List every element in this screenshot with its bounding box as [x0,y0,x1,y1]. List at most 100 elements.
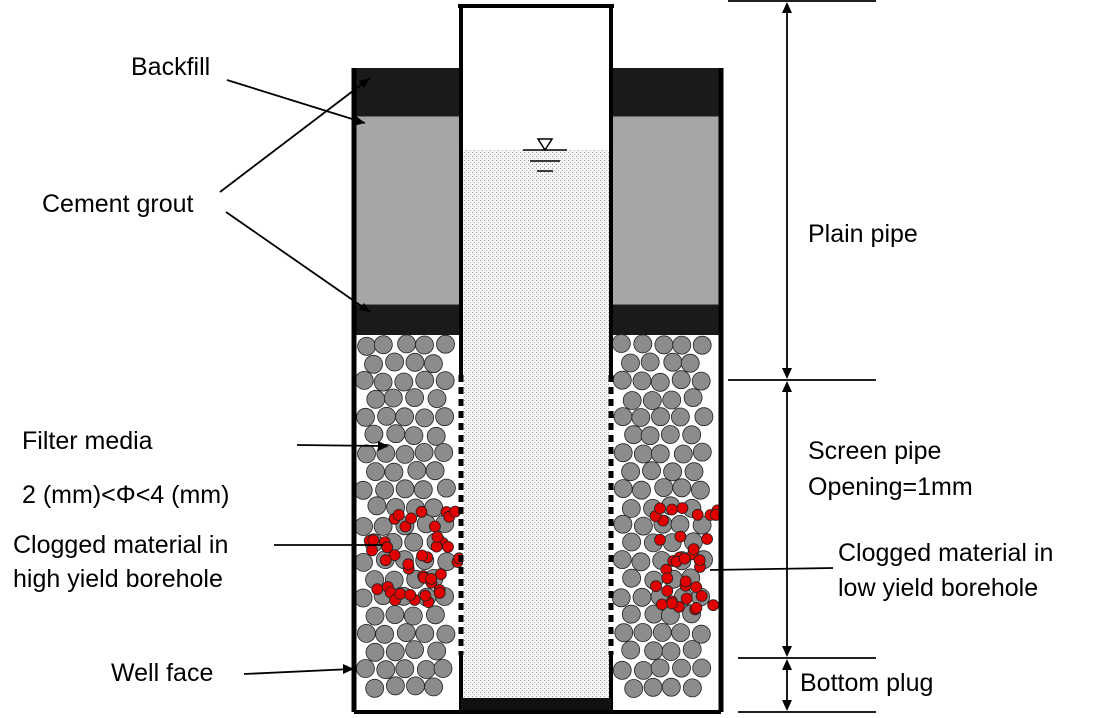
dim-arrow-3 [782,381,792,392]
filter-grain [436,334,455,354]
filter-grain [633,623,653,642]
filter-grain [683,678,702,698]
filter-grain [357,444,376,464]
clogged-material-low-yield [649,502,724,616]
clog-particle [428,520,441,533]
filter-grain [375,480,395,500]
clog-particle [695,590,708,602]
filter-grain [613,514,633,534]
dim-arrow-2 [782,368,792,379]
clog-particle [431,531,444,543]
filter-grain [632,371,652,391]
filter-grain [633,334,653,354]
clog-particle [661,572,674,585]
filter-grain [661,677,681,697]
filter-grain [650,372,670,392]
filter-grain [631,552,651,572]
filter-grain [365,642,385,662]
arrowhead-grout-lower [359,303,370,312]
clog-particle [678,552,691,565]
clog-particle [654,502,666,515]
filter-grain [365,606,385,626]
filter-grain [416,660,436,679]
filter-grain [436,478,456,498]
filter-grain [395,407,415,427]
filter-grain [404,532,424,552]
filter-grain [612,550,632,569]
filter-grain [673,444,693,464]
filter-grain [415,370,435,390]
clog-particle [367,534,380,547]
filter-grain [427,389,447,409]
filter-grain [353,588,373,608]
filter-grain [622,532,641,552]
filter-grain [694,407,714,427]
filter-grain [435,371,455,391]
label-screen-pipe: Screen pipe [808,437,942,465]
arrowhead-backfill [353,116,365,126]
clog-particle [399,520,412,533]
filter-grain [384,462,404,482]
filter-grain [414,442,434,462]
filter-grain [691,624,711,644]
label-cement-grout: Cement grout [42,190,194,218]
clog-particle [371,583,384,596]
filter-grain [405,352,425,372]
clog-particle [680,592,693,605]
filter-grain [376,660,396,680]
filter-grain [621,353,640,373]
filter-grain [654,478,674,498]
filter-grain [632,587,652,607]
filter-media-left [353,334,457,698]
filter-grain [624,425,643,445]
clog-particle [434,568,447,581]
filter-grain [395,479,415,499]
filter-grain [621,499,641,518]
filter-grain [680,353,700,373]
filter-grain [634,516,653,536]
filter-grain [373,372,393,392]
well-face-leader [243,668,353,675]
filter-grain [622,568,641,588]
clog-particle [666,597,678,610]
filter-grain [434,443,454,462]
filter-grain [640,426,660,446]
clog-particle [707,599,720,612]
clog-particle [415,505,428,518]
filter-grain [614,623,634,643]
clog-particle [679,575,692,588]
filter-grain [395,444,415,464]
filter-grain [633,444,653,464]
filter-grain [643,677,663,697]
backfill-top-right [611,68,721,116]
dim-arrow-1 [782,2,792,13]
filter-grain [611,334,631,353]
filter-grain [692,658,712,678]
clog-particle [676,502,689,515]
clog-particle [388,549,401,561]
filter-grain [651,407,670,427]
filter-grain [406,676,425,696]
clog-particle [691,508,704,521]
filter-grain [366,462,385,482]
filter-grain [404,426,424,446]
filter-grain [682,640,702,659]
backfill-bottom-left [354,305,461,335]
filter-grain [367,496,387,516]
label-clogged-high-line1: Clogged material in [13,531,229,559]
filter-grain [691,371,711,391]
filter-grain [672,478,692,498]
filter-grain [650,444,670,464]
filter-media-leader [296,444,386,447]
label-bottom-plug: Bottom plug [800,669,934,697]
backfill-leader [226,79,366,124]
filter-grain [357,336,377,356]
filter-grain [663,352,683,372]
filter-grain [671,623,690,642]
label-screen-opening: Opening=1mm [808,473,973,501]
clog-particle [442,541,454,553]
filter-grain [425,605,445,625]
filter-grain [366,389,386,409]
clog-particle [433,587,446,599]
filter-grain [405,640,425,659]
